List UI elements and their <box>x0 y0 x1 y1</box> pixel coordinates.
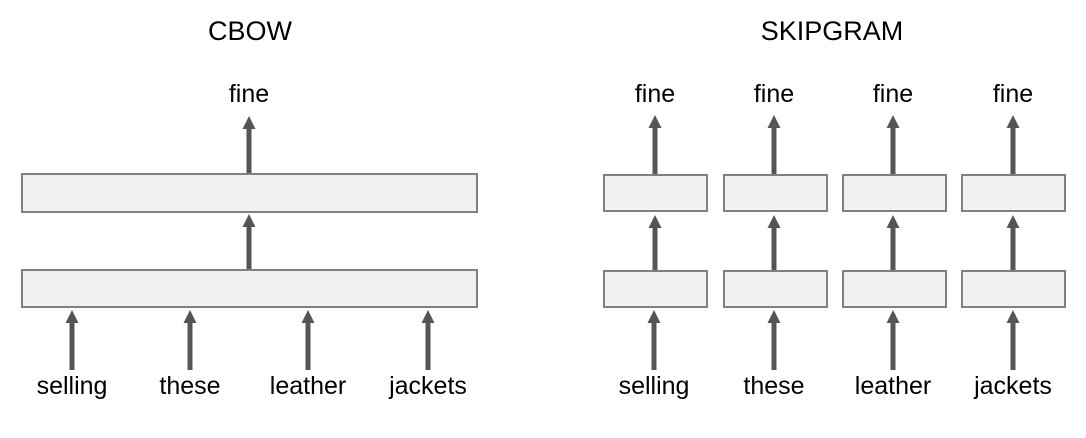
cbow-input-arrow-3 <box>301 310 315 370</box>
cbow-title: CBOW <box>208 16 292 46</box>
cbow-hidden-to-output-arrow <box>242 214 256 270</box>
skipgram-hidden-layer-3 <box>842 270 947 308</box>
skipgram-output-word-4: fine <box>992 80 1034 108</box>
skipgram-hidden-to-output-arrow-1 <box>648 215 662 270</box>
skipgram-input-arrow-1 <box>647 310 661 370</box>
cbow-input-arrow-1 <box>65 310 79 370</box>
skipgram-input-arrow-2 <box>767 310 781 370</box>
skipgram-output-arrow-4 <box>1006 115 1020 174</box>
cbow-output-word: fine <box>228 80 270 108</box>
skipgram-hidden-to-output-arrow-4 <box>1006 215 1020 270</box>
skipgram-output-word-3: fine <box>872 80 914 108</box>
skipgram-output-layer-1 <box>603 174 708 212</box>
skipgram-output-arrow-2 <box>767 115 781 174</box>
skipgram-hidden-to-output-arrow-2 <box>767 215 781 270</box>
cbow-input-arrow-2 <box>183 310 197 370</box>
skipgram-output-layer-2 <box>723 174 828 212</box>
skipgram-hidden-to-output-arrow-3 <box>886 215 900 270</box>
cbow-input-word-4: jackets <box>389 372 467 400</box>
skipgram-output-arrow-1 <box>648 115 662 174</box>
skipgram-input-word-1: selling <box>618 372 690 400</box>
cbow-input-arrow-4 <box>421 310 435 370</box>
skipgram-output-layer-4 <box>961 174 1066 212</box>
skipgram-input-word-3: leather <box>854 372 932 400</box>
skipgram-output-word-1: fine <box>634 80 676 108</box>
skipgram-output-word-2: fine <box>753 80 795 108</box>
skipgram-input-word-4: jackets <box>974 372 1052 400</box>
cbow-input-word-2: these <box>159 372 221 400</box>
skipgram-output-layer-3 <box>842 174 947 212</box>
skipgram-output-arrow-3 <box>886 115 900 174</box>
skipgram-input-arrow-4 <box>1006 310 1020 370</box>
skipgram-hidden-layer-2 <box>723 270 828 308</box>
skipgram-title: SKIPGRAM <box>760 16 904 46</box>
cbow-input-word-3: leather <box>269 372 347 400</box>
cbow-hidden-layer <box>21 269 478 308</box>
skipgram-hidden-layer-4 <box>961 270 1066 308</box>
cbow-input-word-1: selling <box>36 372 108 400</box>
skipgram-input-arrow-3 <box>886 310 900 370</box>
skipgram-input-word-2: these <box>743 372 805 400</box>
skipgram-hidden-layer-1 <box>603 270 708 308</box>
cbow-output-arrow <box>242 116 256 174</box>
cbow-output-layer <box>21 173 478 213</box>
